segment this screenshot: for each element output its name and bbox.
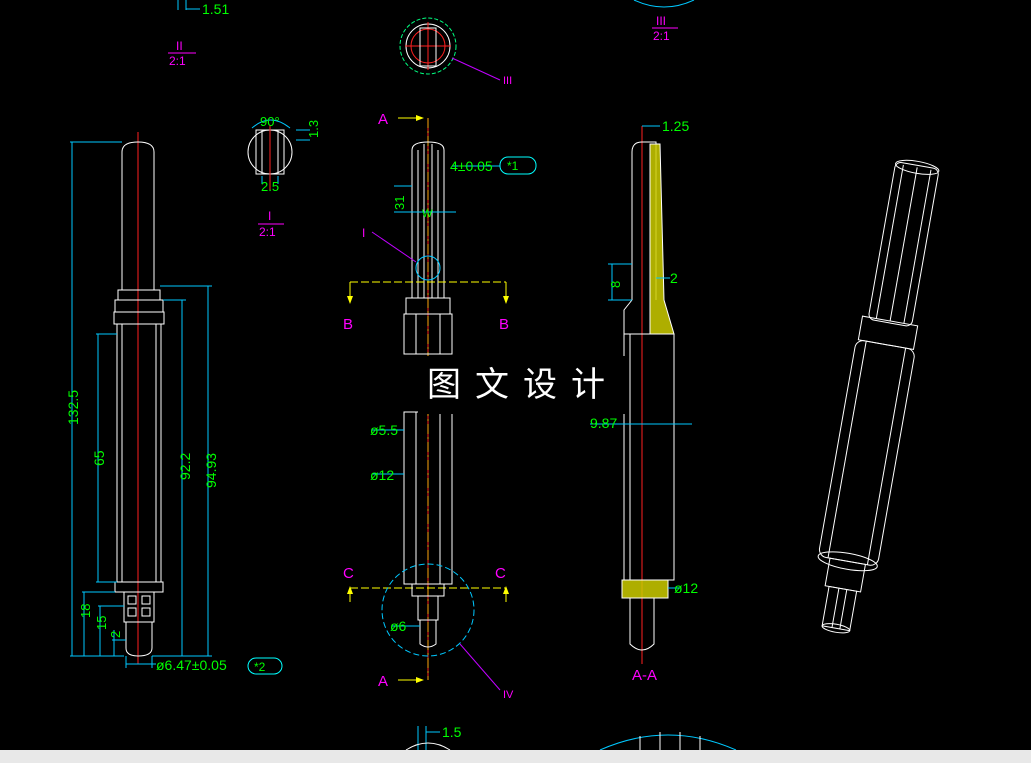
detail-i-bottom-dim: 2.5 [261,179,279,194]
section-c-right-label: C [495,565,506,582]
dim-31: 31 [392,196,407,210]
leader-iv-label: IV [503,689,514,701]
dim-slot-tolerance: 4±0.05 [450,158,493,174]
watermark-text: 图文设计 [418,356,628,414]
dim-body-length: 65 [91,450,107,466]
dim-diameter-55: ø5.5 [370,422,398,438]
detail-ii-numeral: II [176,39,183,53]
dim-diameter-6: ø6 [390,618,407,634]
tolerance-tag-2 [247,657,283,675]
dim-8: 8 [608,281,623,288]
dim-slot-width-mark: W [422,208,433,220]
detail-i-numeral: I [268,209,271,223]
detail-i-view: 90° 1.3 2.5 I 2:1 [247,114,321,239]
section-b-right-label: B [499,316,509,333]
dim-2-section: 2 [670,270,678,286]
dim-987: 9.87 [590,415,617,431]
section-a-top-label: A [378,111,388,128]
dim-2: 2 [108,631,123,638]
detail-iii-scale: 2:1 [653,29,670,43]
detail-ii-scale: 2:1 [169,54,186,68]
window-bottom-bar [0,750,1031,763]
tolerance-tag-1-text: *1 [507,159,519,173]
bottom-dim-15: 1.5 [442,724,462,740]
section-a-bottom-label: A [378,673,388,690]
dim-diameter-12: ø12 [370,467,394,483]
dim-wall-125: 1.25 [662,118,689,134]
left-main-view: 132.5 65 92.2 94.93 18 15 2 ø6.47±0.05 *… [65,132,283,675]
dim-18: 18 [78,604,93,618]
dim-upper-length: 94.93 [203,453,219,488]
isometric-view [817,159,940,634]
dim-mid-length: 92.2 [177,453,193,480]
tolerance-tag-2-text: *2 [254,660,266,674]
tolerance-tag-1 [499,156,537,175]
detail-i-side-dim: 1.3 [306,120,321,138]
dim-diameter-12-section: ø12 [674,580,698,596]
detail-ii-dim: 1.51 [202,1,229,17]
bottom-partial-details: 1.5 [405,724,737,750]
detail-iii-partial: III 2:1 [633,0,695,43]
dim-diameter-tolerance: ø6.47±0.05 [156,657,227,673]
dim-overall-length: 132.5 [65,390,81,425]
section-b-left-label: B [343,316,353,333]
end-view-circle: III [399,17,512,87]
leader-iii-label: III [503,75,512,87]
detail-i-scale: 2:1 [259,225,276,239]
leader-i-label: I [362,226,365,240]
detail-ii-partial: 1.51 II 2:1 [168,0,229,68]
detail-iii-numeral: III [656,14,666,28]
detail-i-angle: 90° [260,114,280,129]
section-a-a-label: A-A [632,667,657,684]
section-a-a-view: 1.25 8 2 9.87 ø12 A-A [590,118,698,684]
section-c-left-label: C [343,565,354,582]
dim-15: 15 [94,616,109,630]
center-view: A A B B C C [343,111,537,701]
